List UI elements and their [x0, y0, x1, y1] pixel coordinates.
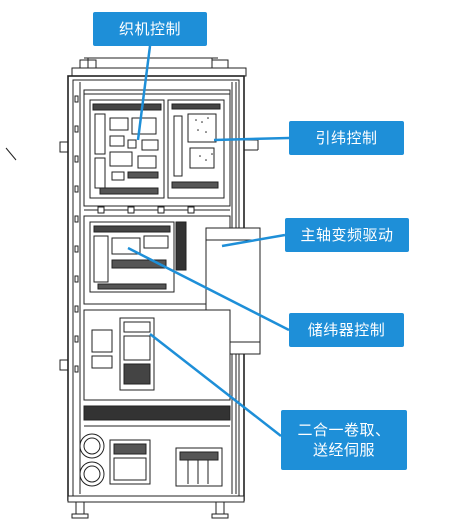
lower-mount-plate	[83, 309, 231, 401]
weft-storage-board	[89, 221, 187, 293]
cabinet-base	[67, 495, 245, 503]
side-handle	[244, 139, 259, 151]
callout-weft-storage-control: 储纬器控制	[289, 313, 404, 347]
callout-weave-control: 织机控制	[93, 12, 207, 46]
callout-takeup-letoff-servo: 二合一卷取、 送经伺服	[281, 410, 407, 470]
weave-control-board	[89, 99, 165, 199]
leader-spindle	[221, 233, 286, 248]
leader-weft	[213, 136, 290, 142]
left-rail	[74, 82, 81, 494]
callout-weft-guide-control: 引纬控制	[289, 121, 404, 155]
leader-storage	[127, 246, 290, 332]
callout-combo-line2: 送经伺服	[312, 441, 375, 459]
callout-spindle-vfd: 主轴变频驱动	[285, 218, 409, 252]
leader-lines	[127, 45, 290, 437]
breaker-block	[175, 447, 223, 487]
weft-guide-board	[167, 99, 225, 199]
feet	[71, 501, 229, 519]
left-hinges	[59, 141, 69, 371]
cabinet-roof	[71, 57, 247, 77]
terminal-strip	[83, 405, 231, 427]
callout-weft-guide-control-label: 引纬控制	[315, 129, 378, 147]
servo-drive	[91, 317, 155, 391]
leader-combo	[149, 333, 282, 437]
leader-weave	[136, 45, 152, 141]
transformer	[109, 439, 151, 485]
cable-coil	[79, 433, 105, 487]
callout-spindle-vfd-label: 主轴变频驱动	[300, 226, 394, 244]
callout-weft-storage-control-label: 储纬器控制	[307, 321, 386, 339]
callout-combo-line1: 二合一卷取、	[297, 421, 391, 439]
callout-weave-control-label: 织机控制	[118, 20, 181, 38]
